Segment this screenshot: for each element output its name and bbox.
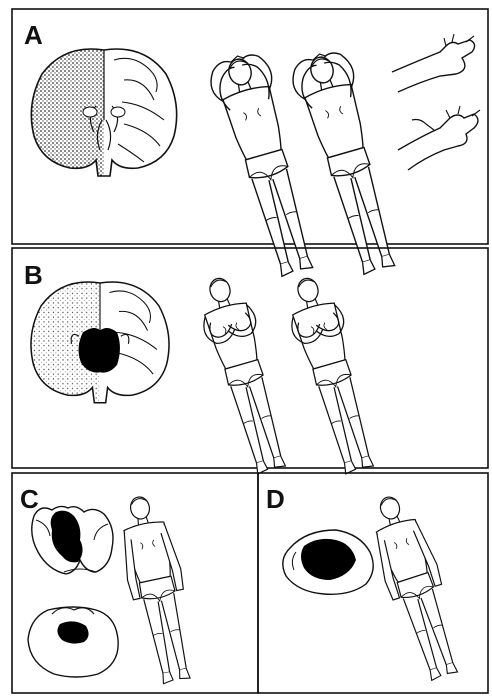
panel-a-label: A [24,20,43,50]
panel-b-patient-1 [192,272,297,478]
panel-b-lesion [79,328,120,373]
panel-d-label: D [266,484,285,514]
panel-a-arm-detail-top [392,34,475,92]
panel-a-brain-section [31,49,176,176]
panel-d-medulla-section [283,530,373,594]
panel-b-patient-2 [280,272,385,478]
panel-a-patient-1 [205,48,325,280]
panel-c-label: C [20,484,39,514]
panel-c-midbrain-section [32,506,113,574]
panel-b-label: B [24,260,43,290]
panel-c-patient [111,492,203,687]
panel-b-brain-section [31,282,169,403]
panel-a-arm-detail-bottom [398,106,480,170]
panel-d-patient [361,489,471,684]
panel-c-pons-section [28,607,118,677]
